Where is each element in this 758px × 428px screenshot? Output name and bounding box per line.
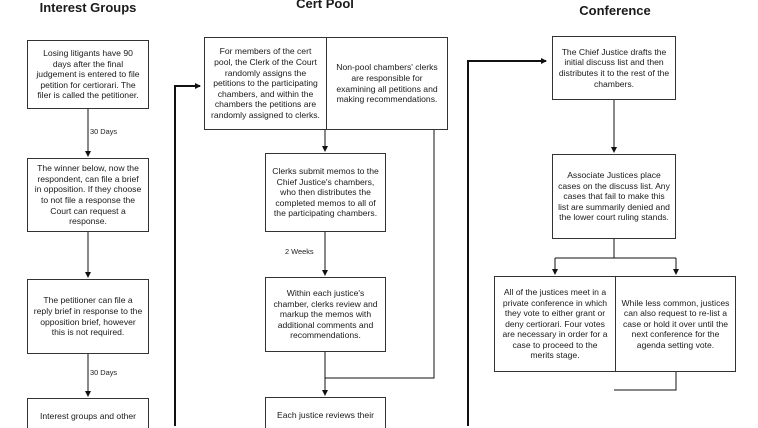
connector-nonpool-bypass	[325, 130, 435, 379]
conf-vote-grant-deny: All of the justices meet in a private co…	[495, 277, 616, 371]
cp-box-justice-review: Each justice reviews their	[265, 397, 386, 428]
column-title-cert-pool: Cert Pool	[296, 0, 354, 11]
connector-certpool-to-conference	[467, 58, 547, 426]
cp-assignment-nonpool: Non-pool chambers' clerks are responsibl…	[336, 62, 438, 105]
conf-relist-hold: While less common, justices can also req…	[621, 297, 730, 350]
ig-box-opposition: The winner below, now the respondent, ca…	[27, 158, 149, 232]
conf-box-associate-justices: Associate Justices place cases on the di…	[552, 154, 676, 239]
ig-box-interest-groups: Interest groups and other	[27, 398, 149, 428]
column-title-conference: Conference	[579, 3, 651, 18]
ig-label-30-days-1: 30 Days	[90, 127, 118, 136]
conf-box-discuss-list: The Chief Justice drafts the initial dis…	[552, 36, 676, 100]
ig-box-petition: Losing litigants have 90 days after the …	[27, 40, 149, 109]
cp-box-markup: Within each justice's chamber, clerks re…	[265, 277, 386, 352]
conf-box-private-conference: All of the justices meet in a private co…	[494, 276, 736, 372]
connector-ig-to-certpool	[174, 83, 201, 426]
column-title-interest-groups: Interest Groups	[39, 0, 137, 15]
cp-label-2-weeks: 2 Weeks	[285, 247, 314, 256]
relist-loop	[614, 372, 677, 391]
cp-assignment-pool: For members of the cert pool, the Clerk …	[205, 38, 327, 129]
cp-box-memos: Clerks submit memos to the Chief Justice…	[265, 153, 386, 232]
ig-label-30-days-2: 30 Days	[90, 368, 118, 377]
ig-box-reply: The petitioner can file a reply brief in…	[27, 279, 149, 354]
cp-box-assignment: For members of the cert pool, the Clerk …	[204, 37, 448, 130]
